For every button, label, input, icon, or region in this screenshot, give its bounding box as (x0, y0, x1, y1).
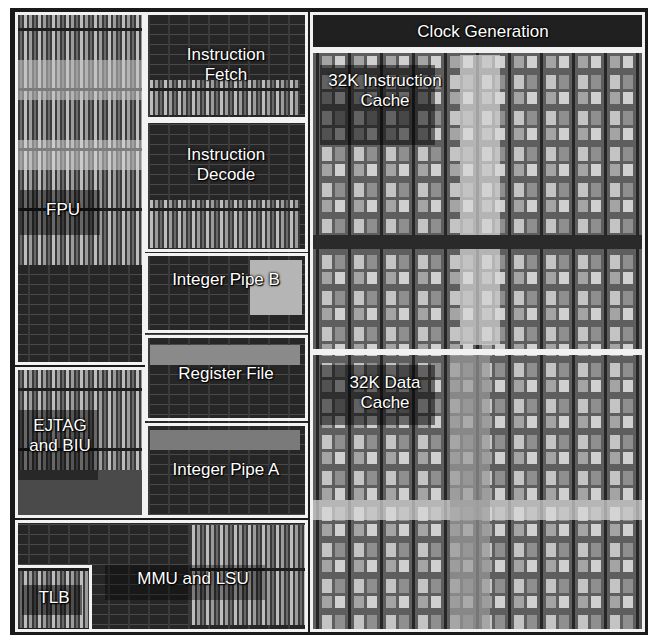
fpu-area (15, 12, 145, 365)
region-label: Clock Generation (368, 22, 598, 42)
region-label: TLB (26, 588, 82, 608)
cache-region: 32K Instruction Cache (310, 50, 645, 352)
region-label: Integer Pipe B (170, 270, 282, 290)
region-label: Instruction Fetch (166, 45, 286, 86)
cache-decoder (450, 355, 490, 630)
text-ground (22, 585, 82, 615)
region-label: MMU and LSU (108, 569, 278, 589)
clock-region: Clock Generation (310, 12, 645, 50)
logic-block (150, 200, 300, 248)
mmu-region: MMU and LSU TLB (15, 520, 308, 632)
cache-array (310, 50, 645, 632)
text-ground (20, 190, 100, 235)
region-label: FPU (26, 200, 100, 220)
text-ground (18, 410, 98, 480)
region-label: Integer Pipe A (170, 460, 282, 480)
region-label: EJTAG and BIU (22, 416, 98, 457)
fetch-region: Instruction Fetch (145, 12, 308, 120)
bus-region: EJTAG and BIU (15, 367, 145, 518)
fpu-block (15, 140, 145, 170)
regfile-region: Register File (145, 335, 308, 421)
cache-region: 32K Data Cache (310, 352, 645, 632)
die-outline (10, 8, 648, 635)
region-label: Register File (170, 364, 282, 384)
clock-area (310, 12, 645, 50)
tlb-region: TLB (15, 565, 92, 632)
ejtag-area (15, 367, 145, 518)
region-label: 32K Data Cache (325, 373, 445, 414)
fpu-block (15, 60, 145, 100)
logic-area (145, 12, 308, 518)
logic-block (150, 345, 300, 365)
pipe-region: Integer Pipe A (145, 423, 308, 518)
cache-bus (312, 235, 643, 249)
fpu-region: FPU (15, 12, 145, 365)
fpu-block (15, 265, 145, 365)
decode-region: Instruction Decode (145, 120, 308, 252)
logic-block (150, 80, 300, 115)
cache-decoder (460, 55, 500, 345)
region-label: 32K Instruction Cache (325, 71, 445, 112)
tlb-area (15, 565, 92, 632)
mmu-area (15, 520, 308, 632)
region-label: Instruction Decode (160, 145, 292, 186)
logic-block (150, 430, 300, 450)
pipe-region: Integer Pipe B (145, 253, 308, 333)
